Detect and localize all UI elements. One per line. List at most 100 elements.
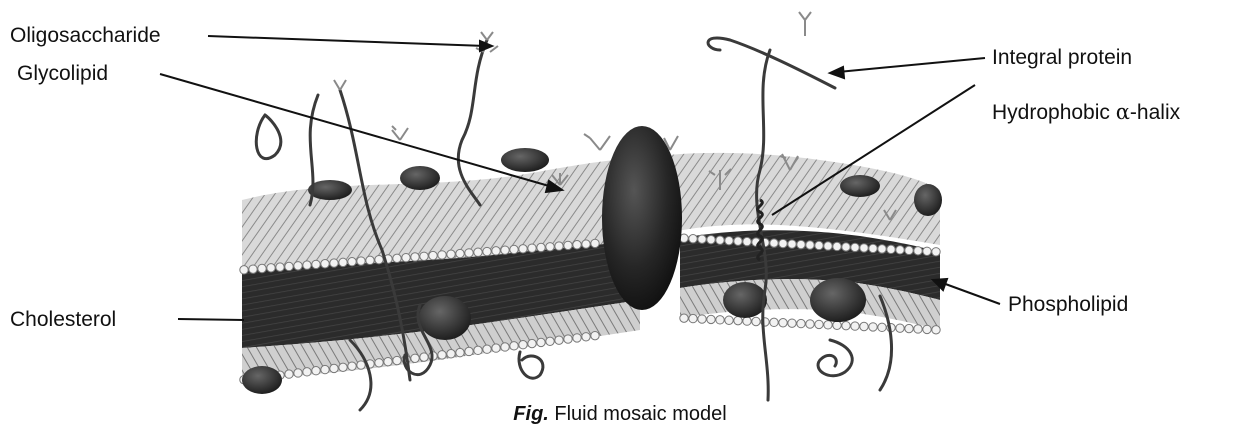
head-group-bead bbox=[914, 325, 922, 333]
head-group-bead bbox=[851, 322, 859, 330]
head-group-bead bbox=[833, 242, 841, 250]
head-group-bead bbox=[725, 236, 733, 244]
head-group-bead bbox=[591, 239, 599, 247]
head-group-bead bbox=[294, 262, 302, 270]
head-group-bead bbox=[357, 361, 365, 369]
head-group-bead bbox=[770, 318, 778, 326]
head-group-bead bbox=[716, 316, 724, 324]
head-group-bead bbox=[851, 243, 859, 251]
head-group-bead bbox=[294, 369, 302, 377]
head-group-bead bbox=[689, 235, 697, 243]
head-group-bead bbox=[447, 250, 455, 258]
peripheral-protein-blob bbox=[308, 180, 352, 200]
head-group-bead bbox=[788, 240, 796, 248]
head-group-bead bbox=[375, 255, 383, 263]
peripheral-protein-blob bbox=[914, 184, 942, 216]
head-group-bead bbox=[348, 362, 356, 370]
peripheral-protein-blob bbox=[400, 166, 440, 190]
head-group-bead bbox=[510, 245, 518, 253]
head-group-bead bbox=[932, 248, 940, 256]
head-group-bead bbox=[905, 246, 913, 254]
head-group-bead bbox=[546, 243, 554, 251]
head-group-bead bbox=[492, 247, 500, 255]
head-group-bead bbox=[905, 324, 913, 332]
peripheral-protein-blob bbox=[840, 175, 880, 197]
head-group-bead bbox=[788, 319, 796, 327]
head-group-bead bbox=[734, 237, 742, 245]
head-group-bead bbox=[456, 249, 464, 257]
head-group-bead bbox=[321, 365, 329, 373]
head-group-bead bbox=[420, 252, 428, 260]
head-group-bead bbox=[860, 322, 868, 330]
head-group-bead bbox=[366, 256, 374, 264]
label-hydrophobic-prefix: Hydrophobic bbox=[992, 101, 1116, 124]
head-group-bead bbox=[537, 338, 545, 346]
head-group-bead bbox=[330, 259, 338, 267]
head-group-bead bbox=[312, 367, 320, 375]
head-group-bead bbox=[276, 263, 284, 271]
head-group-bead bbox=[896, 324, 904, 332]
head-group-bead bbox=[240, 266, 248, 274]
figure-caption: Fig. Fluid mosaic model bbox=[0, 404, 1240, 424]
head-group-bead bbox=[707, 315, 715, 323]
head-group-bead bbox=[824, 242, 832, 250]
head-group-bead bbox=[914, 247, 922, 255]
head-group-bead bbox=[321, 260, 329, 268]
head-group-bead bbox=[483, 247, 491, 255]
head-group-bead bbox=[339, 363, 347, 371]
head-group-bead bbox=[339, 258, 347, 266]
caption-text: Fluid mosaic model bbox=[549, 403, 727, 425]
head-group-bead bbox=[564, 241, 572, 249]
head-group-bead bbox=[869, 323, 877, 331]
head-group-bead bbox=[860, 244, 868, 252]
head-group-bead bbox=[555, 242, 563, 250]
head-group-bead bbox=[483, 345, 491, 353]
caption-fig-prefix: Fig. bbox=[513, 403, 549, 425]
head-group-bead bbox=[411, 253, 419, 261]
head-group-bead bbox=[438, 251, 446, 259]
head-group-bead bbox=[492, 344, 500, 352]
head-group-bead bbox=[779, 319, 787, 327]
head-group-bead bbox=[573, 241, 581, 249]
peripheral-protein-blob bbox=[419, 296, 471, 340]
head-group-bead bbox=[797, 240, 805, 248]
head-group-bead bbox=[806, 241, 814, 249]
head-group-bead bbox=[582, 333, 590, 341]
label-glycolipid: Glycolipid bbox=[17, 63, 108, 84]
head-group-bead bbox=[698, 315, 706, 323]
label-alpha-symbol: α bbox=[1116, 100, 1130, 124]
head-group-bead bbox=[824, 321, 832, 329]
label-cholesterol: Cholesterol bbox=[10, 309, 116, 330]
head-group-bead bbox=[564, 335, 572, 343]
head-group-bead bbox=[842, 243, 850, 251]
head-group-bead bbox=[528, 244, 536, 252]
head-group-bead bbox=[869, 244, 877, 252]
head-group-bead bbox=[725, 316, 733, 324]
head-group-bead bbox=[797, 319, 805, 327]
head-group-bead bbox=[465, 347, 473, 355]
head-group-bead bbox=[878, 323, 886, 331]
head-group-bead bbox=[833, 321, 841, 329]
label-oligosaccharide: Oligosaccharide bbox=[10, 25, 161, 46]
head-group-bead bbox=[680, 314, 688, 322]
head-group-bead bbox=[573, 334, 581, 342]
head-group-bead bbox=[896, 246, 904, 254]
head-group-bead bbox=[474, 346, 482, 354]
head-group-bead bbox=[519, 245, 527, 253]
head-group-bead bbox=[429, 251, 437, 259]
head-group-bead bbox=[348, 258, 356, 266]
head-group-bead bbox=[393, 254, 401, 262]
head-group-bead bbox=[689, 314, 697, 322]
head-group-bead bbox=[384, 357, 392, 365]
head-group-bead bbox=[402, 253, 410, 261]
head-group-bead bbox=[411, 354, 419, 362]
head-group-bead bbox=[923, 325, 931, 333]
head-group-bead bbox=[707, 235, 715, 243]
head-group-bead bbox=[357, 257, 365, 265]
head-group-bead bbox=[698, 235, 706, 243]
label-hydrophobic-suffix: -halix bbox=[1130, 101, 1180, 124]
head-group-bead bbox=[438, 351, 446, 359]
head-group-bead bbox=[546, 337, 554, 345]
head-group-bead bbox=[420, 353, 428, 361]
